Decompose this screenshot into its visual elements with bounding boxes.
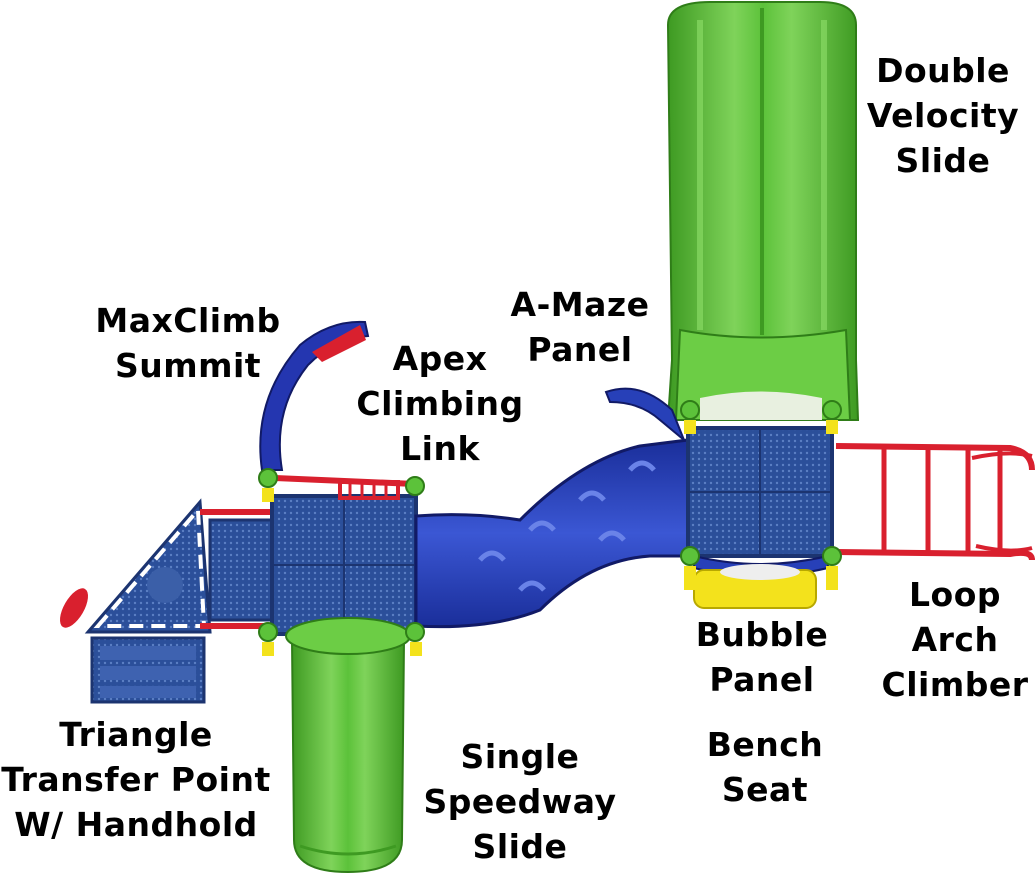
triangle-transfer-point	[60, 498, 274, 704]
right-deck	[686, 426, 834, 558]
label-triangle-transfer-point: Triangle Transfer Point W/ Handhold	[0, 712, 272, 847]
label-apex-climbing-link: Apex Climbing Link	[355, 336, 525, 471]
label-line: Triangle	[59, 715, 213, 754]
loop-arch-climber	[835, 443, 1035, 561]
label-maxclimb-summit: MaxClimb Summit	[88, 298, 288, 388]
label-line: Link	[400, 429, 480, 468]
label-line: Speedway	[423, 782, 617, 821]
double-velocity-slide	[666, 1, 860, 421]
label-line: Bench	[706, 725, 824, 764]
label-line: Summit	[114, 346, 262, 385]
label-line: A-Maze	[510, 285, 650, 324]
bench-seat	[693, 564, 817, 609]
label-line: Single	[460, 737, 580, 776]
label-line: Climber	[881, 665, 1029, 704]
label-loop-arch-climber: Loop Arch Climber	[880, 572, 1030, 707]
left-deck	[270, 475, 418, 636]
label-line: Seat	[721, 770, 809, 809]
label-double-velocity-slide: Double Velocity Slide	[858, 48, 1028, 183]
label-single-speedway-slide: Single Speedway Slide	[420, 734, 620, 869]
label-line: Panel	[709, 660, 815, 699]
label-line: Bubble	[695, 615, 829, 654]
label-line: Loop	[909, 575, 1001, 614]
label-line: MaxClimb	[95, 301, 281, 340]
deck-posts	[258, 400, 842, 656]
label-line: W/ Handhold	[14, 805, 258, 844]
label-line: Climbing	[356, 384, 524, 423]
label-line: Panel	[527, 330, 633, 369]
label-line: Apex	[392, 339, 488, 378]
label-a-maze-panel: A-Maze Panel	[505, 282, 655, 372]
single-speedway-slide	[285, 617, 411, 874]
label-line: Slide	[472, 827, 568, 866]
label-line: Velocity	[866, 96, 1020, 135]
label-bench-seat: Bench Seat	[690, 722, 840, 812]
label-line: Double	[876, 51, 1010, 90]
label-line: Transfer Point	[1, 760, 271, 799]
label-bubble-panel: Bubble Panel	[682, 612, 842, 702]
label-line: Arch	[911, 620, 999, 659]
label-line: Slide	[895, 141, 991, 180]
maxclimb-summit	[259, 320, 370, 471]
